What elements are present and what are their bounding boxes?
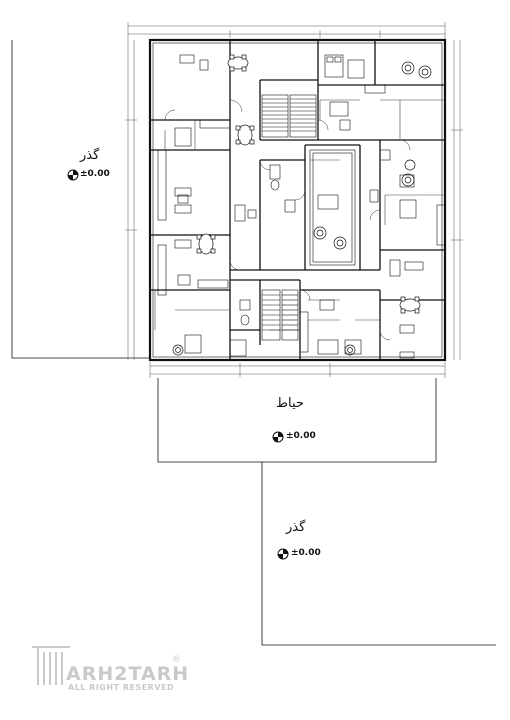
sofa-sets — [174, 54, 424, 359]
light-well — [309, 149, 356, 266]
elevation-marker-left — [67, 169, 79, 181]
round-furniture — [172, 61, 432, 356]
watermark-logo — [32, 646, 70, 685]
yard-label: حیاط — [276, 396, 304, 411]
kitchen-counters — [157, 84, 446, 353]
staircase-upper — [261, 94, 317, 138]
dimension-lines — [125, 22, 463, 378]
bathroom-fixtures — [239, 119, 391, 326]
door-swings — [164, 99, 411, 341]
watermark-brand: ARH2TARH — [66, 663, 190, 685]
elevation-label-bottom: ±0.00 — [291, 548, 321, 558]
beds — [174, 54, 417, 357]
exterior-walls — [148, 38, 447, 362]
elevation-marker-yard — [272, 431, 284, 443]
watermark-tagline: ALL RIGHT RESERVED — [68, 683, 175, 692]
street-label-top: گذر — [80, 148, 100, 163]
elevation-marker-bottom — [277, 548, 289, 560]
staircase-lower — [261, 289, 299, 341]
dining-tables — [196, 54, 421, 314]
elevation-label-left: ±0.00 — [80, 169, 110, 179]
street-label-bottom: گذر — [286, 520, 306, 535]
watermark-registered: ® — [172, 655, 181, 665]
elevation-label-yard: ±0.00 — [286, 431, 316, 441]
site-boundaries — [11, 40, 496, 646]
